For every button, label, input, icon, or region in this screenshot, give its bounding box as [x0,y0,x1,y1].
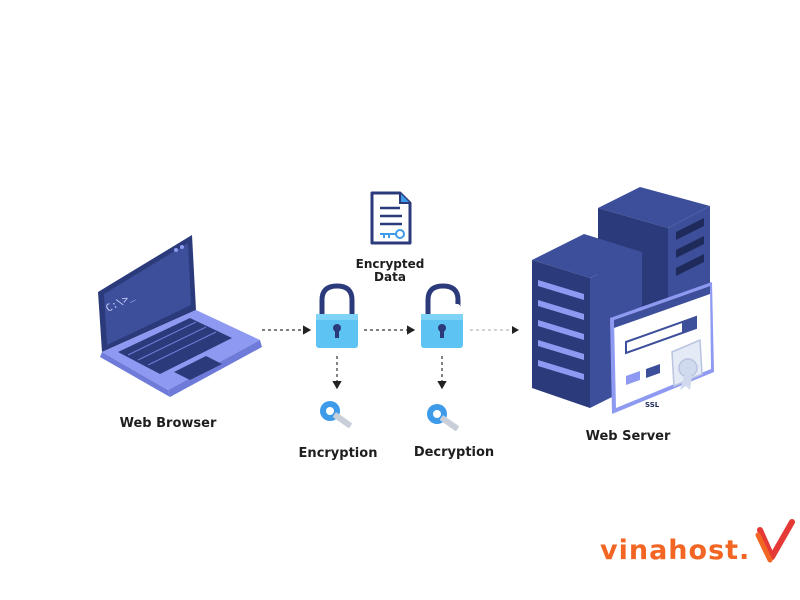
decryption-label: Decryption [413,445,495,460]
brand-dot: . [739,535,751,566]
brand-name: vinahost [600,535,740,566]
web-browser-label: Web Browser [119,416,217,431]
encrypted-data-label: Encrypted Data [356,258,425,284]
certificate-icon [671,338,703,390]
unlocked-padlock-icon [421,283,463,348]
encrypted-data-line1: Encrypted [355,257,425,271]
encryption-key-icon [320,401,352,428]
vinahost-check-icon [755,519,795,563]
encrypted-data-line2: Data [374,270,406,284]
vinahost-logo: vinahost. [600,535,750,566]
ssl-badge-label: SSL [645,401,660,409]
encryption-label: Encryption [298,446,378,461]
document-key-icon [370,191,412,245]
laptop-icon [98,235,262,397]
decryption-key-icon [427,404,459,431]
locked-padlock-icon [316,283,358,348]
web-server-label: Web Server [585,429,671,444]
